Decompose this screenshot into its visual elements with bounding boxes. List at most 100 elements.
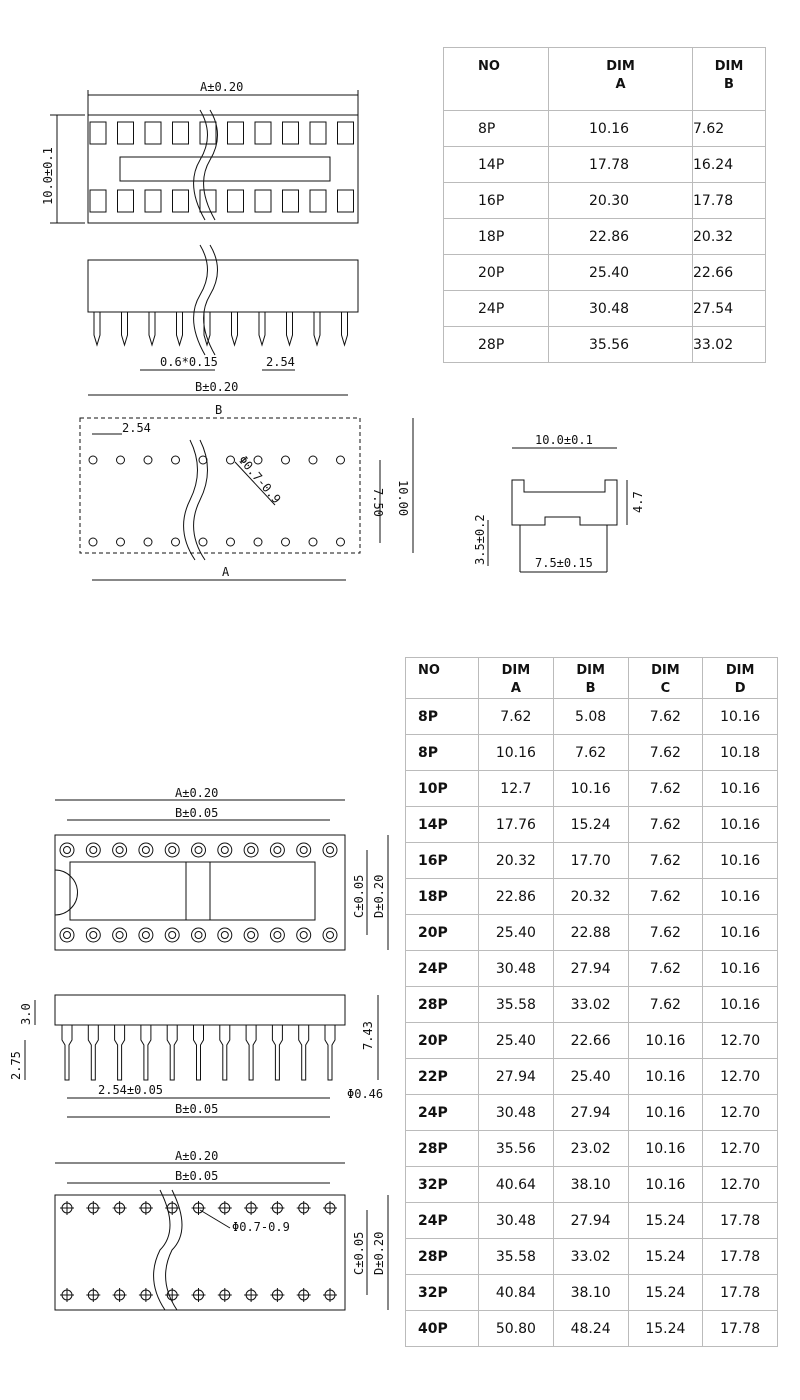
dim-hole: Φ0.7-0.9: [236, 453, 284, 506]
hole: [116, 537, 125, 547]
table-cell: 8P: [443, 110, 549, 147]
contact-slot: [227, 189, 244, 213]
pin: [298, 1025, 310, 1081]
table-cell: 28P: [405, 986, 479, 1023]
hole: [198, 537, 208, 547]
table-cell: 15.24: [627, 1274, 704, 1311]
contact-slot: [199, 121, 217, 145]
table-cell: 33.02: [552, 1238, 629, 1275]
dim-c: C±0.05: [352, 875, 366, 918]
table-cell: 30.48: [547, 290, 694, 327]
dim-a: A±0.20: [200, 80, 243, 94]
contact-center: [115, 846, 124, 854]
contact-center: [63, 931, 71, 939]
table-cell: 27.94: [552, 1094, 629, 1131]
contact-slot: [144, 121, 162, 145]
table-cell: 28P: [405, 1130, 479, 1167]
contact-slot: [254, 189, 272, 213]
header-text: B: [724, 77, 734, 92]
table-cell: 22.88: [552, 914, 629, 951]
table-cell: 10P: [405, 770, 479, 807]
table-cell: 7.62: [627, 842, 704, 879]
contact-center: [299, 931, 308, 939]
header-text: DIM: [725, 663, 755, 678]
header-text: C: [660, 681, 671, 696]
contact-slot: [89, 121, 107, 145]
table-cell: 25.40: [552, 1058, 629, 1095]
table-cell: 12.70: [702, 1130, 778, 1167]
table-cell: 17.78: [702, 1202, 778, 1239]
table-cell: 17.78: [547, 146, 694, 183]
contact-center: [326, 931, 334, 939]
table-cell: 10.16: [627, 1166, 704, 1203]
hole: [171, 537, 180, 547]
table-cell: 10.16: [478, 734, 554, 771]
table-cell: 20P: [405, 914, 479, 951]
table-cell: 33.02: [552, 986, 629, 1023]
pin: [341, 312, 348, 347]
contact-slot: [337, 189, 354, 213]
contact-ring: [138, 927, 154, 943]
contact-center: [89, 931, 98, 939]
table-cell: 7.62: [627, 698, 704, 735]
contact-slot: [117, 189, 134, 213]
table-cell: 12.7: [478, 770, 554, 807]
contact-ring: [112, 842, 128, 858]
table-cell: 10.16: [702, 698, 778, 735]
contact-ring: [322, 927, 338, 943]
table-cell: 28P: [405, 1238, 479, 1275]
table-cell: 27.94: [552, 1202, 629, 1239]
dim-body-h: 3.0: [19, 1003, 33, 1025]
table-cell: 10.16: [702, 950, 778, 987]
table-cell: 7.62: [627, 950, 704, 987]
table-cell: 32P: [405, 1166, 479, 1203]
contact-slot: [254, 121, 272, 145]
contact-center: [168, 846, 177, 854]
pin: [114, 1025, 126, 1081]
table-cell: 10.16: [702, 878, 778, 915]
contact-ring: [191, 927, 206, 943]
table-cell: 16P: [405, 842, 479, 879]
column-header: NO: [443, 47, 549, 111]
table-cell: 10.16: [702, 770, 778, 807]
table-cell: 38.10: [552, 1274, 629, 1311]
contact-center: [89, 846, 98, 854]
contact-center: [247, 931, 256, 939]
table-cell: 16P: [443, 182, 549, 219]
table-cell: 20.32: [552, 878, 629, 915]
table-cell: 48.24: [552, 1310, 629, 1347]
pin: [219, 1025, 231, 1081]
table-cell: 35.58: [478, 986, 554, 1023]
contact-ring: [138, 842, 154, 858]
contact-ring: [217, 842, 233, 858]
contact-ring: [59, 927, 75, 943]
side-row: 7.5±0.15: [535, 556, 593, 570]
contact-ring: [164, 842, 180, 858]
table-cell: 22.86: [478, 878, 554, 915]
pin: [140, 1025, 152, 1081]
dim-row-spacing: 7.50: [371, 488, 385, 517]
dim-a: A±0.20: [175, 786, 218, 800]
header-text: DIM: [576, 663, 605, 678]
hole: [253, 537, 263, 547]
table-cell: 17.78: [692, 182, 766, 219]
hole: [88, 537, 98, 547]
contact-slot: [172, 121, 189, 145]
contact-ring: [191, 842, 206, 858]
pin: [324, 1025, 336, 1081]
contact-center: [247, 846, 256, 854]
dim-pin-dia: Φ0.46: [347, 1087, 383, 1101]
hole: [336, 455, 345, 465]
contact-slot: [144, 189, 162, 213]
hole: [116, 455, 125, 465]
table-cell: 8P: [405, 734, 479, 771]
dim-b-plain: B: [215, 403, 222, 417]
table-cell: 12.70: [702, 1022, 778, 1059]
table-cell: 10.16: [627, 1022, 704, 1059]
